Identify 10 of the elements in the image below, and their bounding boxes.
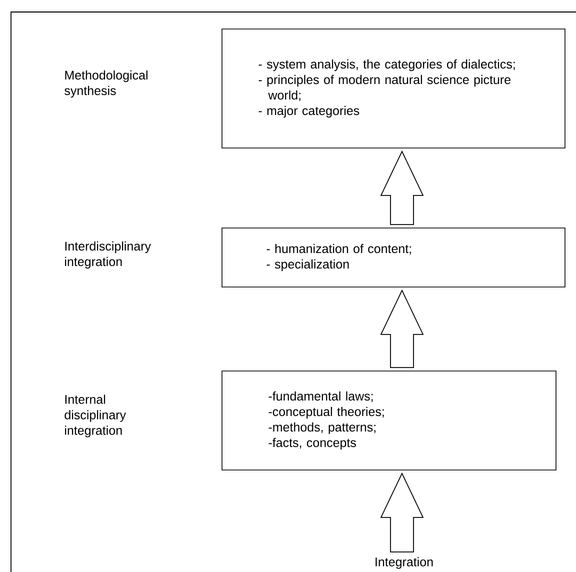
block-arrow bbox=[380, 289, 424, 368]
level-label: Interdisciplinary integration bbox=[65, 241, 151, 269]
text-box: -fundamental laws; -conceptual theories; -methods, patterns; -facts, concepts bbox=[222, 370, 556, 470]
block-arrow bbox=[380, 150, 424, 226]
block-arrow bbox=[380, 472, 424, 552]
text-box: - system analysis, the categories of dialectics; - principles of modern natural science picture world; - major categories bbox=[222, 28, 566, 148]
bottom-label: Integration bbox=[376, 557, 433, 569]
level-label: Internal disciplinary integration bbox=[64, 394, 126, 438]
level-label: Methodological synthesis bbox=[64, 70, 148, 98]
text-box: - humanization of content; - specialization bbox=[222, 228, 566, 288]
